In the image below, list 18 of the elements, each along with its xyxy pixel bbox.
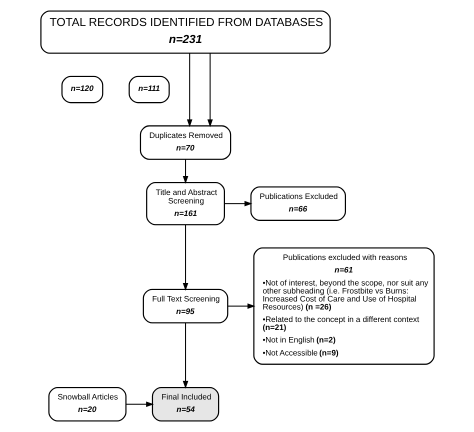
arrow [182,224,188,291]
node-box: Snowball Articles n=20 [48,386,126,422]
node-box: Final Included n=54 [151,386,219,422]
node-box: n=111 [128,76,170,104]
arrow [182,160,188,184]
arrow [206,53,212,128]
arrow [224,200,252,206]
node-box: Full Text Screening n=95 [142,288,228,324]
arrow [126,401,154,407]
node-box: Publications Excluded n=66 [250,186,346,221]
arrow [186,53,192,128]
node-box: Duplicates Removed n=70 [139,125,231,160]
node-box: Title and Abstract Screening n=161 [146,182,224,226]
node-box: TOTAL RECORDS IDENTIFIED FROM DATABASES n=231 [40,10,330,54]
node-box: Publications excluded with reasons n=61 •Not of interest, beyond the scope, nor suit any other subheading (i.e. Frostbite vs Burns: Increased Cost of Care and Use of Hospital Resources) (n =26) •Related to the concept in a different context (n=21) •Not in English (n=2) •Not Accessible (n=9) [252,247,434,365]
node-box: n=120 [60,76,103,104]
arrow [227,303,255,309]
arrow [182,323,188,389]
